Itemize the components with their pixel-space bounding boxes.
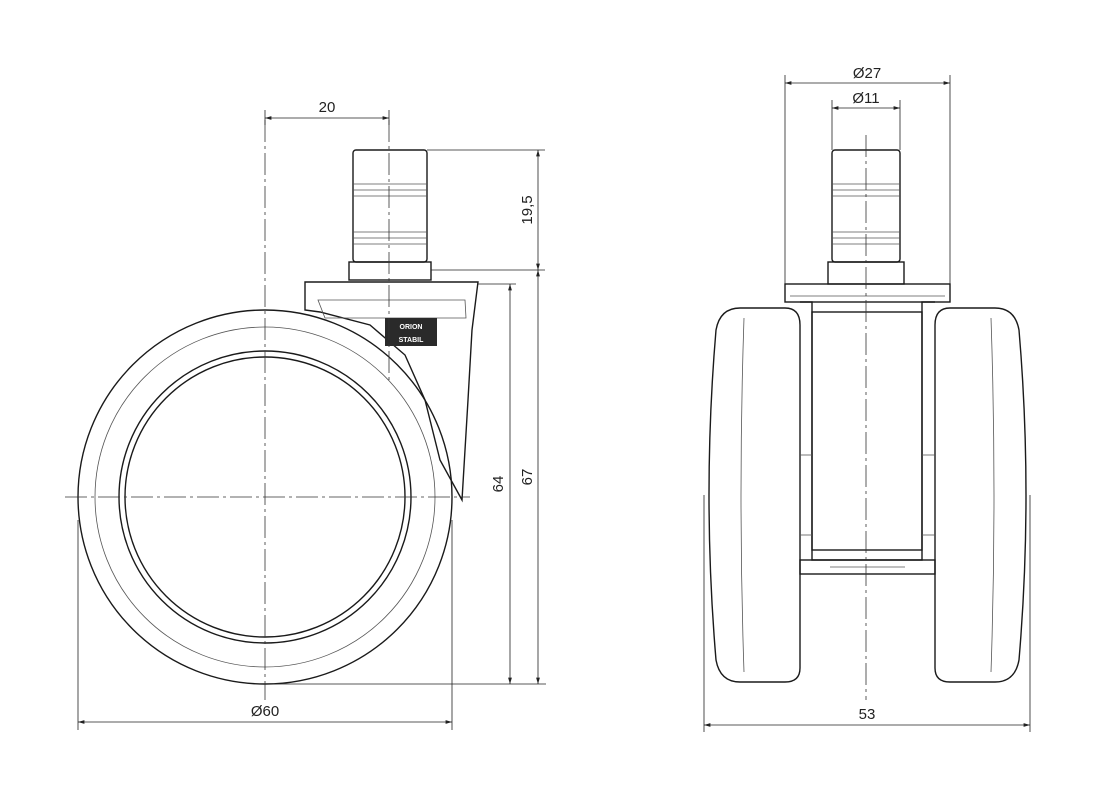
side-view: ORION STABIL: [65, 120, 479, 700]
dim-stem-offset-label: 20: [319, 99, 336, 116]
dim-wheel-diameter-label: Ø60: [251, 703, 279, 720]
dim-plate-diameter: Ø27: [784, 65, 951, 284]
dim-plate-diameter-label: Ø27: [853, 65, 881, 82]
dim-stem-diameter: Ø11: [831, 90, 901, 150]
dim-stem-diameter-label: Ø11: [852, 90, 879, 107]
dim-stem-height: 19,5: [427, 149, 545, 271]
front-view-right-wheel: [934, 307, 1027, 683]
dim-height-67-label: 67: [519, 469, 536, 486]
dim-height-64: 64: [265, 283, 516, 685]
logo-line2: STABIL: [399, 337, 424, 344]
front-view-top-plate: [784, 283, 951, 303]
brand-logo: ORION STABIL: [385, 318, 437, 346]
dim-total-width: 53: [703, 495, 1031, 732]
dim-stem-height-label: 19,5: [519, 195, 536, 224]
front-view-fork: [799, 301, 936, 575]
dim-wheel-diameter: Ø60: [77, 520, 453, 730]
dim-total-width-label: 53: [859, 706, 876, 723]
dim-stem-offset: 20: [264, 99, 390, 125]
logo-line1: ORION: [400, 324, 423, 331]
front-view: [708, 135, 1027, 700]
dim-height-64-label: 64: [490, 476, 507, 493]
dim-height-67: 67: [516, 270, 546, 685]
side-view-housing: [304, 281, 479, 503]
side-view-stem: [348, 149, 432, 281]
front-view-left-wheel: [708, 307, 801, 683]
